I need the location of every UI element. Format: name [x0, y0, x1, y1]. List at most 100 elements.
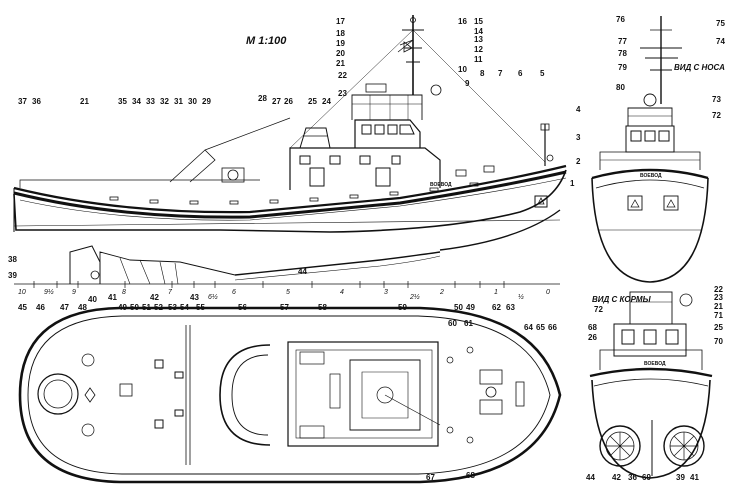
callout-10: 10 [458, 65, 467, 74]
callout-19: 19 [336, 39, 345, 48]
callout-36s: 36 [628, 473, 637, 482]
callout-1: 1 [570, 179, 575, 188]
callout-9: 9 [465, 79, 470, 88]
callout-7: 7 [498, 69, 503, 78]
callout-29: 29 [202, 97, 211, 106]
callout-67: 67 [426, 473, 435, 482]
callout-57: 57 [280, 303, 289, 312]
callout-33: 33 [146, 97, 155, 106]
callout-42s: 42 [612, 473, 621, 482]
callout-43: 43 [190, 293, 199, 302]
callout-26: 26 [284, 97, 293, 106]
stern-view [589, 291, 713, 479]
callout-79: 79 [618, 63, 627, 72]
callout-56: 56 [238, 303, 247, 312]
callout-14: 14 [474, 27, 483, 36]
callout-6: 6 [518, 69, 523, 78]
deck-plan [18, 306, 562, 484]
callout-68: 68 [466, 471, 475, 480]
station-3: 3 [384, 289, 388, 296]
stern-view-caption: ВИД С КОРМЫ [592, 295, 651, 304]
callout-75: 75 [716, 19, 725, 28]
callout-47: 47 [60, 303, 69, 312]
station-8: 8 [122, 289, 126, 296]
station-6: 6 [232, 289, 236, 296]
callout-60: 60 [448, 319, 457, 328]
callout-44s: 44 [586, 473, 595, 482]
callout-11: 11 [474, 55, 483, 64]
bow-view [591, 16, 709, 283]
underwater-profile [14, 209, 561, 288]
callout-41s: 41 [690, 473, 699, 482]
callout-44: 44 [298, 267, 307, 276]
callout-50b: 50 [454, 303, 463, 312]
callout-8: 8 [480, 69, 485, 78]
callout-22: 22 [338, 71, 347, 80]
station-10: 10 [18, 289, 26, 296]
callout-66: 66 [548, 323, 557, 332]
station-9-5: 9½ [44, 289, 54, 296]
station-6-5: 6½ [208, 294, 218, 301]
callout-72s: 72 [594, 305, 603, 314]
callout-52: 52 [154, 303, 163, 312]
callout-36: 36 [32, 97, 41, 106]
callout-42: 42 [150, 293, 159, 302]
callout-51: 51 [142, 303, 151, 312]
callout-71: 71 [714, 311, 723, 320]
callout-37: 37 [18, 97, 27, 106]
callout-21b: 21 [80, 97, 89, 106]
callout-40: 40 [88, 295, 97, 304]
callout-54: 54 [180, 303, 189, 312]
callout-17: 17 [336, 17, 345, 26]
callout-74: 74 [716, 37, 725, 46]
callout-34: 34 [132, 97, 141, 106]
callout-78: 78 [618, 49, 627, 58]
callout-50: 50 [130, 303, 139, 312]
callout-65: 65 [536, 323, 545, 332]
side-profile [13, 15, 567, 233]
hull-name-stern: ВОЕВОД [644, 361, 666, 367]
callout-58: 58 [318, 303, 327, 312]
station-0: 0 [546, 289, 550, 296]
station-5: 5 [286, 289, 290, 296]
callout-23: 23 [338, 89, 347, 98]
callout-76: 76 [616, 15, 625, 24]
callout-80: 80 [616, 83, 625, 92]
callout-22s: 22 [714, 285, 723, 294]
callout-39: 39 [8, 271, 17, 280]
callout-49b: 49 [466, 303, 475, 312]
callout-31: 31 [174, 97, 183, 106]
callout-13: 13 [474, 35, 483, 44]
callout-21s: 21 [714, 302, 723, 311]
callout-72: 72 [712, 111, 721, 120]
station-9: 9 [72, 289, 76, 296]
callout-21a: 21 [336, 59, 345, 68]
callout-28: 28 [258, 94, 267, 103]
callout-49: 49 [118, 303, 127, 312]
callout-26s: 26 [588, 333, 597, 342]
station-7: 7 [168, 289, 172, 296]
callout-62: 62 [492, 303, 501, 312]
callout-63: 63 [506, 303, 515, 312]
callout-68s: 68 [588, 323, 597, 332]
callout-27: 27 [272, 97, 281, 106]
callout-73: 73 [712, 95, 721, 104]
callout-64: 64 [524, 323, 533, 332]
callout-39s: 39 [676, 473, 685, 482]
callout-12: 12 [474, 45, 483, 54]
callout-41: 41 [108, 293, 117, 302]
callout-30: 30 [188, 97, 197, 106]
callout-59: 59 [398, 303, 407, 312]
callout-46: 46 [36, 303, 45, 312]
station-2-5: 2½ [410, 294, 420, 301]
callout-35: 35 [118, 97, 127, 106]
callout-55: 55 [196, 303, 205, 312]
callout-25: 25 [308, 97, 317, 106]
station-1: 1 [494, 289, 498, 296]
callout-18: 18 [336, 29, 345, 38]
scale-label: М 1:100 [246, 35, 287, 47]
station-4: 4 [340, 289, 344, 296]
callout-23s: 23 [714, 293, 723, 302]
